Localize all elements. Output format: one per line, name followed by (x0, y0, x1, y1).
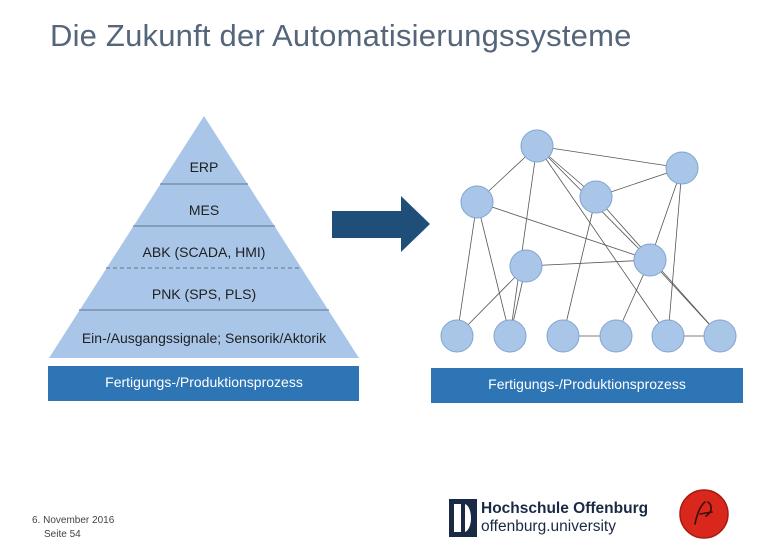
network-node (665, 151, 699, 185)
logo-mark-icon (449, 499, 477, 537)
level-mes: MES (189, 202, 219, 218)
pyramid-shape (49, 116, 359, 358)
footer-date: 6. November 2016 (32, 515, 115, 526)
network-node (509, 249, 543, 283)
logo-url: offenburg.university (481, 518, 616, 535)
network-process-box (431, 368, 743, 403)
network-node (651, 319, 685, 353)
level-io: Ein-/Ausgangssignale; Sensorik/Aktorik (82, 330, 327, 346)
network-node (599, 319, 633, 353)
network-edge (456, 201, 478, 337)
network-node (633, 243, 667, 277)
transition-arrow (332, 196, 430, 252)
network-edge (667, 167, 683, 337)
network-edge (562, 196, 597, 337)
network-node (460, 185, 494, 219)
level-erp: ERP (190, 159, 219, 175)
red-seal-icon (679, 489, 729, 539)
hierarchy-pyramid: ERP MES ABK (SCADA, HMI) PNK (SPS, PLS) … (49, 116, 359, 358)
level-abk: ABK (SCADA, HMI) (143, 244, 266, 260)
network-node (703, 319, 737, 353)
university-logo: Hochschule Offenburg offenburg.universit… (449, 497, 659, 541)
network-edge (536, 145, 683, 169)
network-node (579, 180, 613, 214)
network-edge (476, 201, 651, 261)
slide-title: Die Zukunft der Automatisierungssysteme (50, 18, 632, 53)
network-edge (509, 145, 538, 337)
pyramid-process-box (48, 366, 359, 401)
network-edge (525, 259, 651, 267)
level-pnk: PNK (SPS, PLS) (152, 286, 256, 302)
network-node (546, 319, 580, 353)
footer-page-number: Seite 54 (44, 529, 81, 540)
network-node (520, 129, 554, 163)
network-nodes (440, 129, 737, 353)
network-process-label: Fertigungs-/Produktionsprozess (488, 376, 686, 392)
network-node (440, 319, 474, 353)
network-edge (649, 259, 721, 337)
network-edge (476, 201, 511, 337)
network-node (493, 319, 527, 353)
network-edge (536, 145, 669, 337)
pyramid-process-label: Fertigungs-/Produktionsprozess (105, 374, 303, 390)
logo-name: Hochschule Offenburg (481, 500, 649, 517)
